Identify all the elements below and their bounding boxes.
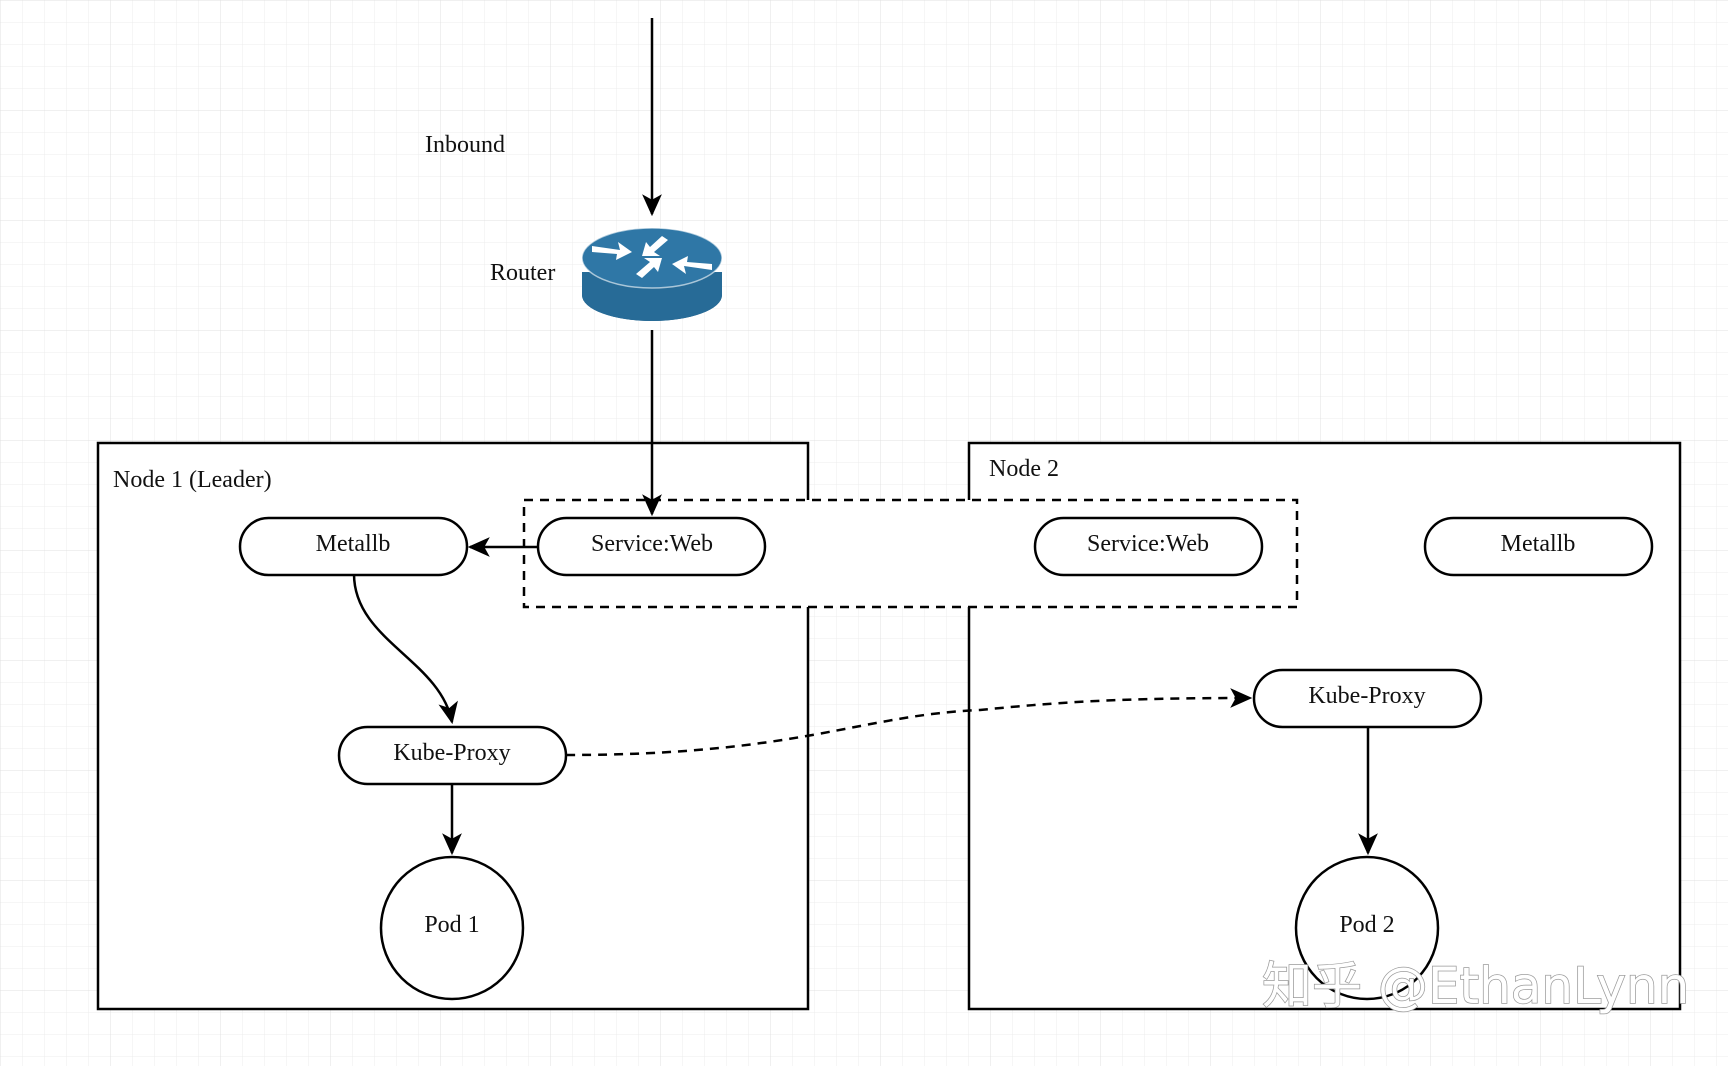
metallb-node2-label: Metallb xyxy=(1501,531,1576,557)
pod-2: Pod 2 xyxy=(1294,855,1440,1001)
watermark: 知乎 @EthanLynn xyxy=(1262,957,1689,1015)
kube-proxy-node2-label: Kube-Proxy xyxy=(1308,683,1425,709)
metallb-node2: Metallb xyxy=(1423,516,1654,577)
router-label: Router xyxy=(490,260,555,286)
metallb-to-kubeproxy-arrow xyxy=(352,573,458,725)
node-1-title: Node 1 (Leader) xyxy=(113,467,272,493)
metallb-node1-label: Metallb xyxy=(316,531,391,557)
pod-1: Pod 1 xyxy=(379,855,525,1001)
pod-2-label: Pod 2 xyxy=(1339,912,1394,938)
service-web-node2: Service:Web xyxy=(1033,516,1264,577)
kube-proxy-node2: Kube-Proxy xyxy=(1252,668,1483,729)
node-2-title: Node 2 xyxy=(989,456,1059,482)
service-web-node1: Service:Web xyxy=(536,516,767,577)
kube-proxy-node1-label: Kube-Proxy xyxy=(393,740,510,766)
inbound-label: Inbound xyxy=(425,132,505,158)
metallb-node1: Metallb xyxy=(238,516,469,577)
kubeproxy1-to-kubeproxy2-arrow xyxy=(565,688,1253,757)
kube-proxy-node1: Kube-Proxy xyxy=(337,725,568,786)
service-web-node2-label: Service:Web xyxy=(1087,531,1209,557)
pod-1-label: Pod 1 xyxy=(424,912,479,938)
service-web-node1-label: Service:Web xyxy=(591,531,713,557)
router-icon xyxy=(581,227,723,321)
